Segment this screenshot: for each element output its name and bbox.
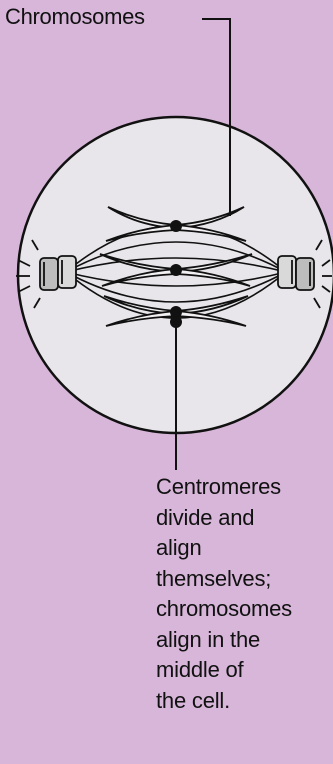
chromosomes-label: Chromosomes [5, 4, 145, 30]
caption-line: divide and [156, 503, 333, 534]
caption-line: the cell. [156, 686, 333, 717]
centromere [170, 220, 182, 232]
centromere [170, 316, 182, 328]
caption-line: align [156, 533, 333, 564]
centromere [170, 264, 182, 276]
caption-line: themselves; [156, 564, 333, 595]
centromeres-caption: Centromeres divide and align themselves;… [156, 472, 333, 716]
caption-line: align in the [156, 625, 333, 656]
caption-line: middle of [156, 655, 333, 686]
caption-line: Centromeres [156, 472, 333, 503]
caption-line: chromosomes [156, 594, 333, 625]
